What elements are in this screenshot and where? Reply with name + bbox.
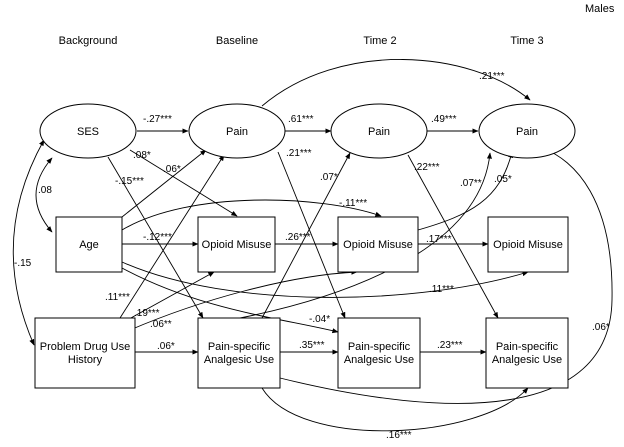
edge-painb-paut2 <box>277 151 346 319</box>
coef-age-painb: .06* <box>163 164 181 175</box>
node-label: SES <box>77 126 99 138</box>
node-analgesic-use-baseline: Pain-specific Analgesic Use <box>197 317 281 389</box>
coef-omt2-paint3: .05* <box>494 174 512 185</box>
edge-ses-omb <box>129 149 238 217</box>
coef-paut2-paint3: .06* <box>592 322 610 333</box>
coef-age-omt3: .11*** <box>429 284 454 295</box>
column-header-time2: Time 2 <box>363 35 396 47</box>
edge-pduh-omt2 <box>129 269 358 331</box>
coef-ses-age: .08 <box>38 185 52 196</box>
node-label: Pain <box>516 126 538 138</box>
coef-paint2-paut3: .22*** <box>414 162 440 173</box>
edges <box>12 59 613 432</box>
coef-ses-paub: -.15*** <box>115 176 144 187</box>
node-pain-time2: Pain <box>330 103 428 159</box>
edge-paub-paint2 <box>261 152 351 319</box>
edge-age-omt3 <box>121 261 529 298</box>
edge-paint2-paut3 <box>407 154 499 319</box>
coef-painb-paut2: .21*** <box>286 148 312 159</box>
coef-ses-pduh: -.15 <box>14 258 32 269</box>
column-header-time3: Time 3 <box>510 35 543 47</box>
node-label: Pain <box>368 126 390 138</box>
node-pain-time3: Pain <box>478 103 576 159</box>
edge-age-painb <box>121 149 207 218</box>
node-age: Age <box>55 216 123 273</box>
coef-age-omb: -.12*** <box>143 232 172 243</box>
coef-pduh-painb: .11*** <box>105 292 130 303</box>
coef-paub-paut2: .35*** <box>299 340 325 351</box>
coef-pduh-omb: .19*** <box>134 308 160 319</box>
figure-title: Males <box>585 3 615 15</box>
node-pain-baseline: Pain <box>188 103 286 159</box>
coef-omt2-omt3: .17*** <box>426 234 452 245</box>
node-label-line1: Pain-specific <box>496 341 559 353</box>
edge-ses-paub <box>107 156 204 319</box>
column-header-baseline: Baseline <box>216 35 258 47</box>
node-label-line2: Analgesic Use <box>492 354 562 366</box>
column-header-background: Background <box>59 35 118 47</box>
node-opioid-misuse-time3: Opioid Misuse <box>487 216 569 273</box>
coef-ses-painb: -.27*** <box>143 114 172 125</box>
node-label: Opioid Misuse <box>493 239 563 251</box>
node-label-line2: Analgesic Use <box>344 354 414 366</box>
node-analgesic-use-time2: Pain-specific Analgesic Use <box>337 317 421 389</box>
node-analgesic-use-time3: Pain-specific Analgesic Use <box>485 317 569 389</box>
node-ses: SES <box>39 103 137 159</box>
node-label: Opioid Misuse <box>202 239 272 251</box>
edge-ses-pduh <box>12 139 45 346</box>
coef-painb-paint2: .61*** <box>288 114 314 125</box>
coef-ses-omb: .08* <box>133 150 151 161</box>
coefficient-labels: .08 -.15 -.27*** .08* -.15*** .06* -.12*… <box>14 71 610 441</box>
node-label-line2: Analgesic Use <box>204 354 274 366</box>
edge-age-omt2 <box>121 199 382 231</box>
coef-omb-omt2: .26*** <box>285 232 311 243</box>
coef-age-paut2: -.04* <box>309 314 330 325</box>
coef-age-omt2: -.11*** <box>339 198 367 209</box>
node-opioid-misuse-baseline: Opioid Misuse <box>197 216 276 273</box>
edge-painb-paint3 <box>261 59 531 107</box>
coef-paub-paint2: .07* <box>320 172 338 183</box>
coef-pduh-paub: .06* <box>157 341 175 352</box>
coef-painb-paint3: .21*** <box>479 71 505 82</box>
edge-omt2-paint3 <box>417 151 514 231</box>
coef-paint2-paint3: .49*** <box>431 114 457 125</box>
node-label: Pain <box>226 126 248 138</box>
node-opioid-misuse-time2: Opioid Misuse <box>337 216 419 273</box>
node-label: Opioid Misuse <box>343 239 413 251</box>
edge-paut2-paint3 <box>279 147 613 404</box>
coef-paut2-paut3: .23*** <box>437 340 463 351</box>
edge-pduh-omb <box>119 271 215 325</box>
node-problem-drug-use-history: Problem Drug Use History <box>34 317 136 389</box>
edge-paub-paut3 <box>261 387 529 432</box>
node-label: Age <box>79 239 99 251</box>
coef-paub-paut3: .16*** <box>386 430 412 441</box>
node-label-line2: History <box>68 354 103 366</box>
edge-pduh-painb <box>119 154 225 319</box>
node-label-line1: Pain-specific <box>208 341 271 353</box>
coef-paub-paint3: .07** <box>460 178 482 189</box>
node-label-line1: Pain-specific <box>348 341 411 353</box>
coef-pduh-omt2: .06** <box>150 319 172 330</box>
edge-age-paut2 <box>121 267 339 334</box>
node-label-line1: Problem Drug Use <box>40 341 130 353</box>
